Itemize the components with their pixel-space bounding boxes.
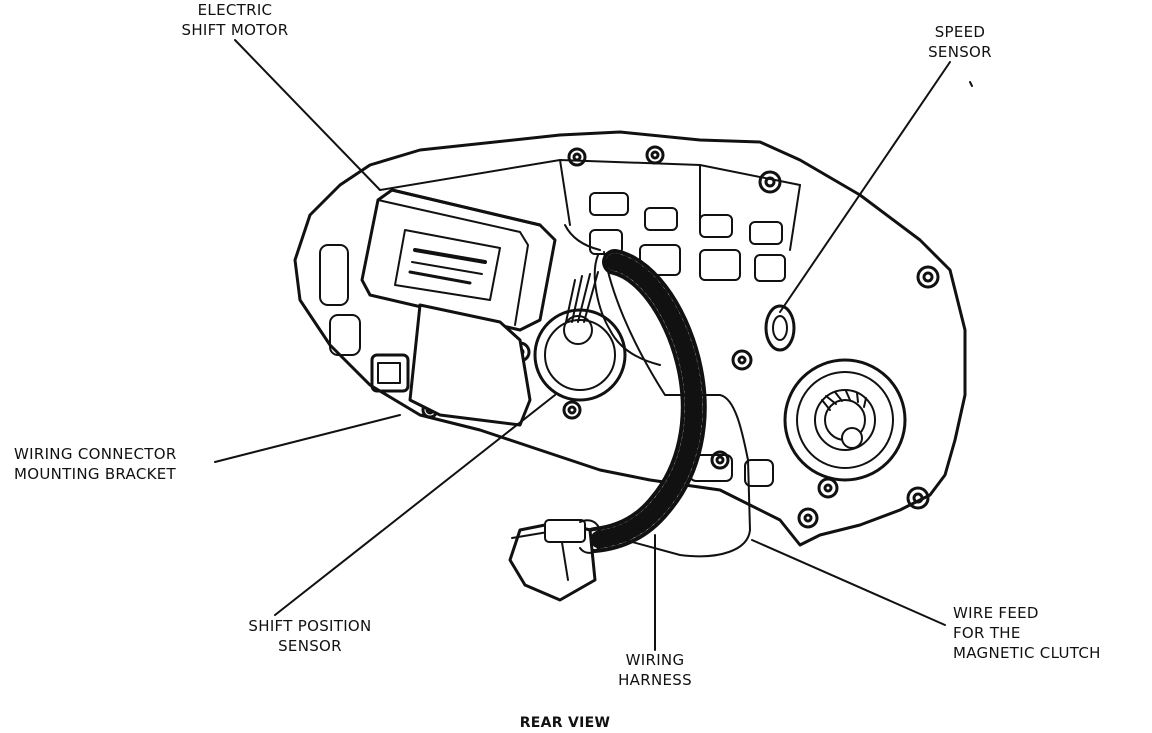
speed-sensor <box>764 304 796 352</box>
wiring-harness <box>564 224 751 558</box>
wiring-connector <box>508 519 603 602</box>
leader-wiring-connector-bracket <box>214 414 401 463</box>
label-wiring-connector-bracket: WIRING CONNECTOR MOUNTING BRACKET <box>14 444 224 484</box>
label-speed-sensor: SPEED SENSOR <box>905 22 1015 62</box>
label-line: SENSOR <box>928 43 992 61</box>
label-line: SHIFT MOTOR <box>181 21 289 39</box>
label-wiring-harness: WIRING HARNESS <box>600 650 710 690</box>
label-line: SPEED <box>934 23 986 41</box>
label-line: MAGNETIC CLUTCH <box>953 644 1101 662</box>
label-line: FOR THE <box>953 624 1021 642</box>
label-wire-feed: WIRE FEED FOR THE MAGNETIC CLUTCH <box>953 603 1143 663</box>
leader-electric-shift-motor <box>234 39 381 191</box>
label-line: WIRING CONNECTOR <box>14 445 177 463</box>
label-line: SHIFT POSITION <box>248 617 372 635</box>
transfer-case-housing <box>293 130 967 547</box>
view-caption: REAR VIEW <box>519 715 611 731</box>
label-line: MOUNTING BRACKET <box>14 465 176 483</box>
label-line: ELECTRIC <box>197 1 273 19</box>
leader-wire-feed <box>751 539 946 626</box>
label-shift-position-sensor: SHIFT POSITION SENSOR <box>225 616 395 656</box>
leader-shift-position-sensor <box>274 394 556 616</box>
label-line: SENSOR <box>278 637 342 655</box>
output-shaft <box>783 358 907 482</box>
label-line: WIRE FEED <box>953 604 1039 622</box>
shift-position-sensor <box>533 271 627 402</box>
leader-speed-sensor <box>779 61 951 313</box>
label-line: WIRING <box>625 651 685 669</box>
electric-shift-motor <box>360 188 557 427</box>
label-electric-shift-motor: ELECTRIC SHIFT MOTOR <box>155 0 315 40</box>
label-line: HARNESS <box>618 671 692 689</box>
